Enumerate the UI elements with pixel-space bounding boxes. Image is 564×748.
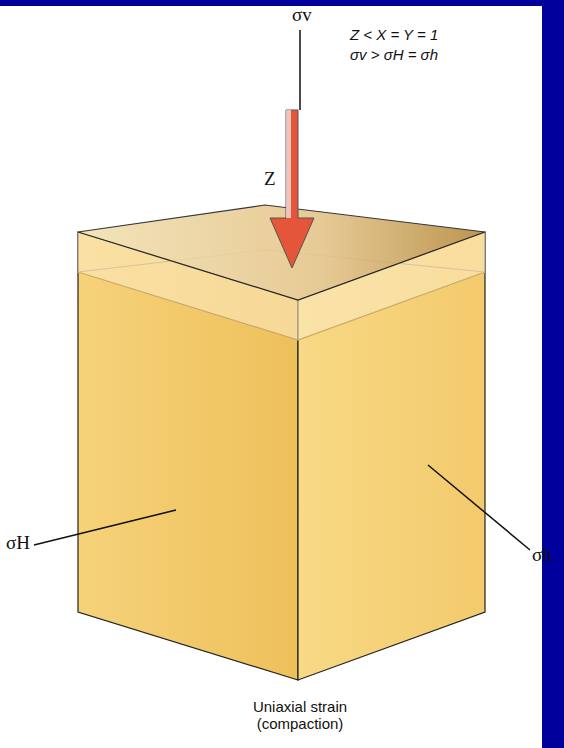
stress-label: σH [6, 532, 30, 554]
strain-relation: Z < X = Y = 1 [350, 26, 438, 43]
shortening-label: Z [264, 168, 276, 190]
figure-caption: Uniaxial strain (compaction) [245, 698, 355, 733]
stress-label: σv [292, 4, 312, 26]
stress-relation: σv > σH = σh [350, 46, 438, 63]
stress-label: σh [532, 544, 552, 566]
